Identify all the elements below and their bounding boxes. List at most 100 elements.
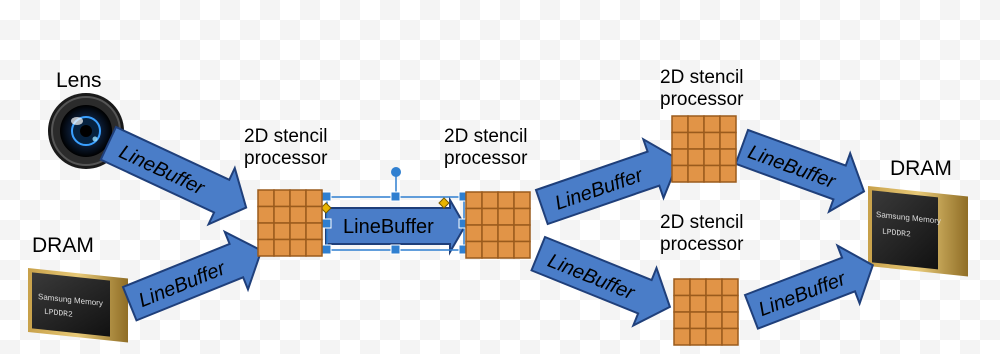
- stencil-cell: [465, 191, 483, 210]
- stencil-cell: [673, 327, 691, 346]
- camera-lens-icon: [48, 93, 124, 169]
- stencil-label-line1: 2D stencil: [660, 67, 744, 88]
- linebuffer-arrow-selected[interactable]: LineBuffer: [320, 167, 469, 256]
- stencil-cell: [273, 238, 291, 257]
- stencil-grid-icon: [671, 115, 737, 183]
- dram-output-label: DRAM: [890, 157, 952, 180]
- stencil-cell: [689, 311, 707, 330]
- stencil-cell: [705, 327, 723, 346]
- stencil-cell: [481, 240, 499, 259]
- stencil-label-line2: processor: [660, 234, 744, 255]
- stencil-label-line2: processor: [660, 89, 744, 110]
- stencil-cell: [721, 278, 739, 297]
- stencil-cell: [687, 131, 705, 150]
- stencil-cell: [513, 240, 531, 259]
- resize-handle[interactable]: [390, 191, 401, 202]
- stencil-cell: [305, 205, 323, 224]
- resize-handle[interactable]: [321, 244, 332, 255]
- stencil-cell: [719, 148, 737, 167]
- stencil-cell: [719, 131, 737, 150]
- stencil-cell: [513, 191, 531, 210]
- stencil-processor-label-top: 2D stencil processor: [660, 67, 743, 111]
- rotate-handle[interactable]: [391, 167, 401, 177]
- stencil-processor-label-bottom: 2D stencil processor: [660, 212, 743, 256]
- stencil-cell: [689, 278, 707, 297]
- linebuffer-arrow-top-to-dram[interactable]: LineBuffer: [731, 118, 874, 221]
- stencil-cell: [721, 327, 739, 346]
- linebuffer-arrow-dram-to-stencil[interactable]: LineBuffer: [118, 222, 273, 333]
- memory-chip-icon: Samsung Memory LPDDR2: [28, 268, 128, 343]
- stencil-cell: [497, 224, 515, 243]
- stencil-cell: [289, 189, 307, 208]
- stencil-grid-icon: [257, 189, 323, 257]
- stencil-cell: [719, 115, 737, 134]
- stencil-cell: [465, 207, 483, 226]
- stencil-processor-label-2: 2D stencil processor: [444, 126, 527, 170]
- stencil-cell: [671, 148, 689, 167]
- stencil-cell: [687, 115, 705, 134]
- stencil-cell: [465, 224, 483, 243]
- stencil-cell: [671, 131, 689, 150]
- stencil-cell: [703, 115, 721, 134]
- linebuffer-selected-label: LineBuffer: [343, 216, 434, 238]
- stencil-cell: [671, 164, 689, 183]
- stencil-cell: [497, 240, 515, 259]
- linebuffer-arrow-to-bottom-stencil[interactable]: LineBuffer: [527, 225, 682, 336]
- stencil-cell: [703, 131, 721, 150]
- stencil-cell: [705, 311, 723, 330]
- stencil-cell: [289, 238, 307, 257]
- linebuffer-arrow-lens-to-stencil[interactable]: LineBuffer: [95, 115, 259, 235]
- stencil-cell: [481, 191, 499, 210]
- chip-model-text: LPDDR2: [44, 308, 73, 320]
- stencil-cell: [273, 205, 291, 224]
- stencil-label-line1: 2D stencil: [244, 126, 328, 147]
- stencil-cell: [687, 148, 705, 167]
- adjust-handle[interactable]: [438, 197, 450, 209]
- stencil-cell: [289, 205, 307, 224]
- stencil-cell: [273, 189, 291, 208]
- chip-model-text: LPDDR2: [882, 227, 911, 239]
- stencil-cell: [687, 164, 705, 183]
- stencil-cell: [703, 164, 721, 183]
- stencil-cell: [689, 327, 707, 346]
- stencil-cell: [673, 278, 691, 297]
- linebuffer-arrow-bottom-to-dram[interactable]: LineBuffer: [740, 236, 884, 340]
- resize-handle[interactable]: [321, 191, 332, 202]
- stencil-label-line2: processor: [444, 148, 528, 169]
- stencil-cell: [289, 222, 307, 241]
- stencil-cell: [481, 207, 499, 226]
- resize-handle[interactable]: [321, 218, 332, 229]
- stencil-cell: [497, 207, 515, 226]
- stencil-cell: [721, 294, 739, 313]
- stencil-cell: [257, 189, 275, 208]
- stencil-cell: [305, 238, 323, 257]
- stencil-cell: [497, 191, 515, 210]
- stencil-label-line1: 2D stencil: [660, 212, 744, 233]
- stencil-grid-icon: [465, 191, 531, 259]
- stencil-cell: [705, 278, 723, 297]
- stencil-label-line1: 2D stencil: [444, 126, 528, 147]
- stencil-cell: [257, 238, 275, 257]
- stencil-cell: [673, 294, 691, 313]
- stencil-cell: [305, 222, 323, 241]
- stencil-cell: [465, 240, 483, 259]
- stencil-cell: [257, 222, 275, 241]
- stencil-cell: [513, 207, 531, 226]
- stencil-cell: [689, 294, 707, 313]
- stencil-cell: [305, 189, 323, 208]
- resize-handle[interactable]: [390, 244, 401, 255]
- stencil-cell: [703, 148, 721, 167]
- memory-chip-icon: Samsung Memory LPDDR2: [868, 186, 968, 277]
- dram-input-label: DRAM: [32, 234, 94, 257]
- stencil-cell: [719, 164, 737, 183]
- stencil-cell: [721, 311, 739, 330]
- stencil-cell: [513, 224, 531, 243]
- stencil-cell: [671, 115, 689, 134]
- lens-label: Lens: [56, 69, 102, 92]
- stencil-cell: [273, 222, 291, 241]
- stencil-processor-label-1: 2D stencil processor: [244, 126, 327, 170]
- stencil-cell: [481, 224, 499, 243]
- stencil-cell: [705, 294, 723, 313]
